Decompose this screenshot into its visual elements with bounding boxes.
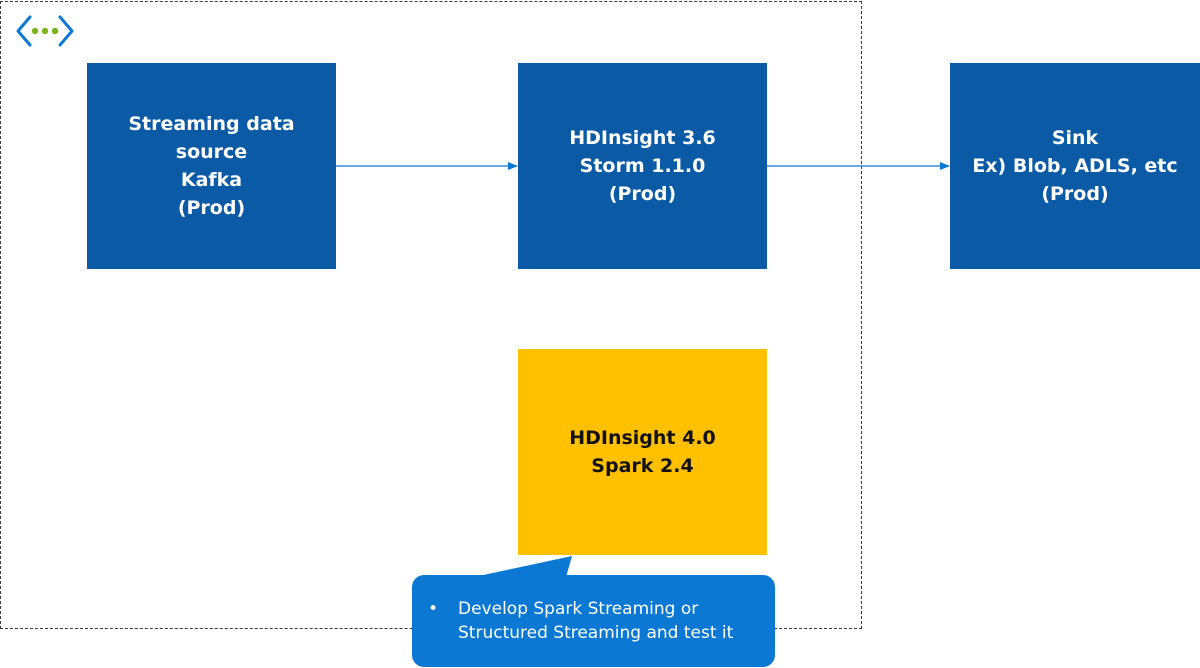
sink-line-2: Ex) Blob, ADLS, etc (972, 155, 1178, 177)
dot-3 (51, 27, 59, 35)
callout-line-1: Develop Spark Streaming or (458, 599, 699, 619)
bracket-left (16, 15, 32, 47)
storm-line-3: (Prod) (608, 183, 677, 205)
hdinsight-storm-box: HDInsight 3.6 Storm 1.1.0 (Prod) (518, 63, 767, 269)
bullet-marker: • (428, 599, 439, 619)
sink-line-1: Sink (1051, 127, 1099, 149)
storm-line-2: Storm 1.1.0 (579, 155, 706, 177)
bracket-right (58, 15, 74, 47)
spark-line-2: Spark 2.4 (591, 455, 694, 477)
source-line-1: Streaming data (128, 113, 295, 135)
callout-note: • Develop Spark Streaming or Structured … (412, 575, 775, 667)
dot-1 (31, 27, 39, 35)
streaming-source-box: Streaming data source Kafka (Prod) (87, 63, 336, 269)
callout-line-2: Structured Streaming and test it (458, 623, 734, 643)
virtual-network-icon (16, 15, 74, 47)
sink-box: Sink Ex) Blob, ADLS, etc (Prod) (950, 63, 1200, 269)
spark-line-1: HDInsight 4.0 (569, 427, 716, 449)
dot-2 (41, 27, 49, 35)
source-line-3: Kafka (180, 169, 243, 191)
hdinsight-spark-box: HDInsight 4.0 Spark 2.4 (518, 349, 767, 555)
source-line-2: source (175, 141, 248, 163)
sink-line-3: (Prod) (1041, 183, 1109, 205)
storm-line-1: HDInsight 3.6 (569, 127, 716, 149)
source-line-4: (Prod) (177, 197, 246, 219)
